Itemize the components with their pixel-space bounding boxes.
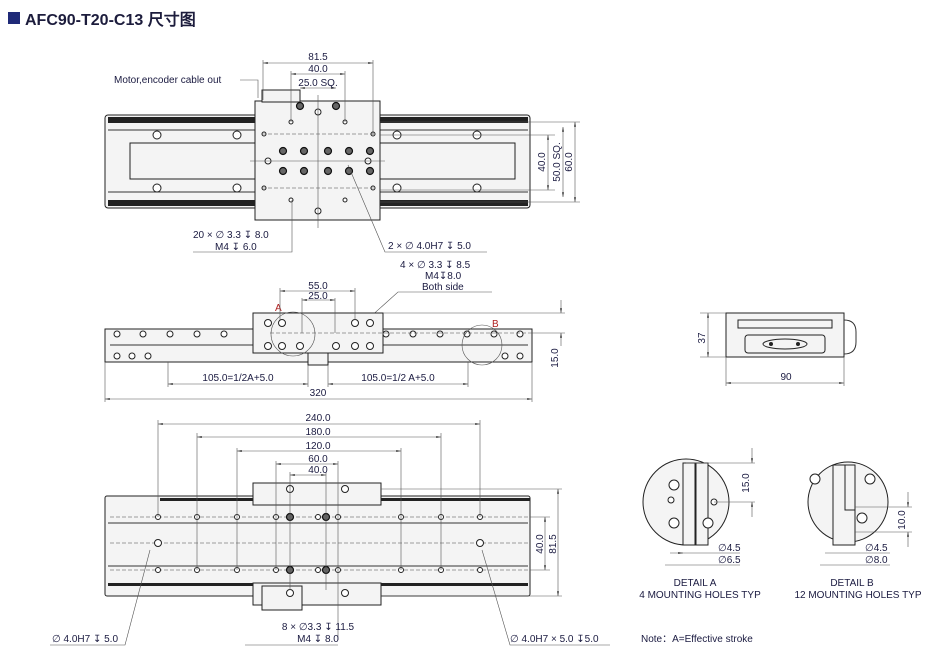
dim-25-sq: 25.0 SQ. <box>298 78 337 89</box>
cable-out-label: Motor,encoder cable out <box>114 75 222 86</box>
effective-stroke-note: Note：A=Effective stroke <box>641 634 753 645</box>
detail-a-dia-inner: ∅4.5 <box>718 543 741 554</box>
detail-b-dim-10: 10.0 <box>897 510 908 530</box>
dim-right-81-5: 81.5 <box>548 534 559 554</box>
pin-hole-note: 2 × ∅ 4.0H7 ↧ 5.0 <box>388 241 471 252</box>
dim-320: 320 <box>310 388 327 399</box>
dim-81-5: 81.5 <box>308 52 328 63</box>
detail-a-marker: A <box>275 303 282 314</box>
detail-b: 10.0 ∅4.5 ∅8.0 DETAIL B 12 MOUNTING HOLE… <box>794 461 922 601</box>
drawing-title: AFC90-T20-C13 尺寸图 <box>8 6 196 30</box>
detail-a-title: DETAIL A <box>674 578 717 589</box>
top-view: 81.5 40.0 25.0 SQ. 40.0 50.0 SQ. 60.0 Mo… <box>104 52 580 253</box>
detail-b-title: DETAIL B <box>830 578 874 589</box>
dim-40: 40.0 <box>308 64 328 75</box>
detail-a-dim-15: 15.0 <box>741 473 752 493</box>
bottom-view: 240.0 180.0 120.0 60.0 40.0 40.0 81.5 8 … <box>50 413 610 646</box>
pin-hole <box>476 539 484 547</box>
mounting-hole <box>315 567 321 573</box>
title-square-icon <box>8 12 20 24</box>
dim-60: 60.0 <box>308 454 328 465</box>
detail-b-marker: B <box>492 319 499 330</box>
detail-a-dia-outer: ∅6.5 <box>718 555 741 566</box>
end-view: 37 90 <box>697 312 857 386</box>
detail-a: 15.0 ∅4.5 ∅6.5 DETAIL A 4 MOUNTING HOLES… <box>639 448 761 601</box>
side-carriage-holes <box>264 319 374 350</box>
side-holes-note-1: 4 × ∅ 3.3 ↧ 8.5 <box>400 260 471 271</box>
pin-hole <box>341 485 349 493</box>
dim-right-105: 105.0=1/2 A+5.0 <box>361 373 435 384</box>
dim-40: 40.0 <box>308 465 328 476</box>
dim-120: 120.0 <box>305 441 330 452</box>
mounting-hole <box>315 514 321 520</box>
dim-90: 90 <box>780 372 792 383</box>
detail-a-subtitle: 4 MOUNTING HOLES TYP <box>639 590 761 601</box>
dim-left-105: 105.0=1/2A+5.0 <box>202 373 274 384</box>
dim-25: 25.0 <box>308 291 328 302</box>
top-holes-note-2: M4 ↧ 6.0 <box>215 242 257 253</box>
dim-15: 15.0 <box>550 348 561 368</box>
detail-b-dia-outer: ∅8.0 <box>865 555 888 566</box>
top-holes-note-1: 20 × ∅ 3.3 ↧ 8.0 <box>193 230 269 241</box>
bottom-holes-note-1: 8 × ∅3.3 ↧ 11.5 <box>282 622 355 633</box>
dim-55: 55.0 <box>308 281 328 292</box>
detail-b-dia-inner: ∅4.5 <box>865 543 888 554</box>
pin-hole <box>154 539 162 547</box>
dim-right-50-sq: 50.0 SQ. <box>552 142 563 181</box>
mounting-hole <box>155 567 161 573</box>
dim-right-60: 60.0 <box>564 152 575 172</box>
detail-b-subtitle: 12 MOUNTING HOLES TYP <box>794 590 921 601</box>
side-view: 4 × ∅ 3.3 ↧ 8.5 M4↧8.0 Both side <box>104 260 565 402</box>
side-holes-note-2: M4↧8.0 <box>425 271 462 282</box>
left-pin-note: ∅ 4.0H7 ↧ 5.0 <box>52 634 118 645</box>
dim-right-40: 40.0 <box>537 152 548 172</box>
side-holes-note-3: Both side <box>422 282 464 293</box>
pin-hole <box>286 589 294 597</box>
dim-240: 240.0 <box>305 413 330 424</box>
dim-180: 180.0 <box>305 427 330 438</box>
mounting-hole <box>477 567 483 573</box>
side-rail-holes <box>113 330 524 360</box>
bottom-holes-note-2: M4 ↧ 8.0 <box>297 634 339 645</box>
pin-hole <box>341 589 349 597</box>
dim-right-40: 40.0 <box>535 534 546 554</box>
right-pin-note: ∅ 4.0H7 × 5.0 ↧5.0 <box>510 634 599 645</box>
title-text: AFC90-T20-C13 尺寸图 <box>25 12 196 29</box>
dim-37: 37 <box>697 332 708 344</box>
